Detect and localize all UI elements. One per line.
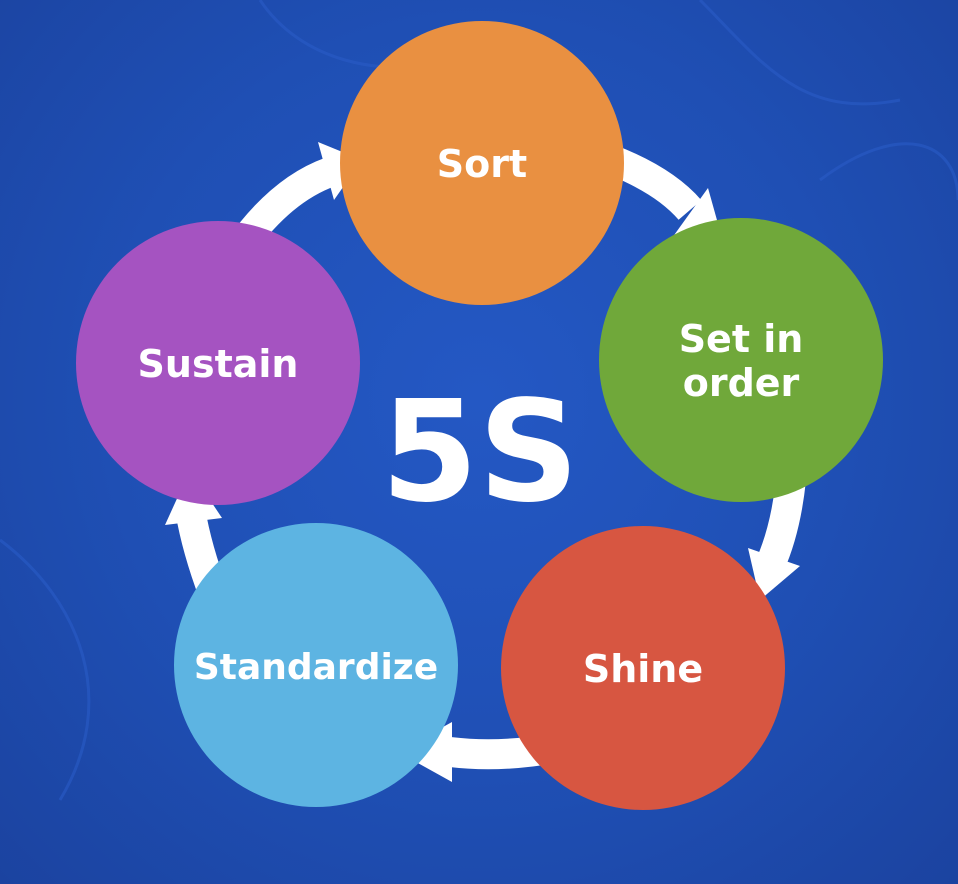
arrow-head-icon xyxy=(748,548,800,600)
step-shine: Shine xyxy=(501,526,785,810)
step-circle-shine xyxy=(501,526,785,810)
diagram-title: 5S xyxy=(381,371,579,534)
step-label-shine: Shine xyxy=(583,647,703,691)
step-label-standardize: Standardize xyxy=(194,647,438,688)
step-sustain: Sustain xyxy=(76,221,360,505)
step-sort: Sort xyxy=(340,21,624,305)
step-standardize: Standardize xyxy=(174,523,458,807)
step-label-set-in-order: Set in xyxy=(679,317,804,361)
step-circle-sort xyxy=(340,21,624,305)
step-circle-set-in-order xyxy=(599,218,883,502)
step-circle-sustain xyxy=(76,221,360,505)
step-label-sustain: Sustain xyxy=(138,342,299,386)
step-label-set-in-order: order xyxy=(683,361,800,405)
step-circle-standardize xyxy=(174,523,458,807)
step-label-sort: Sort xyxy=(437,142,527,186)
